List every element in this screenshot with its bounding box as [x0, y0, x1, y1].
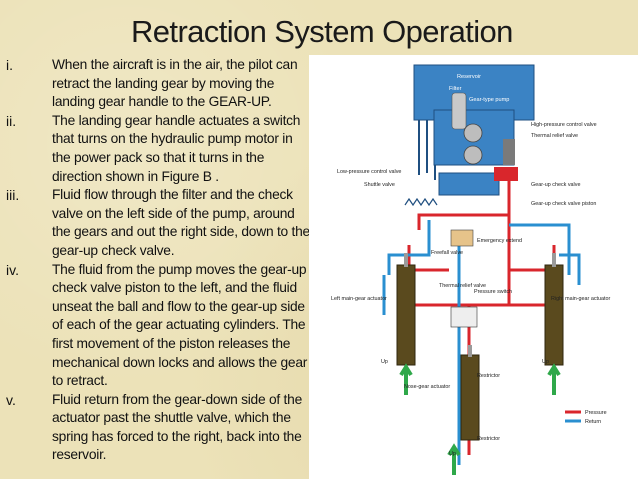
step-item: iv. The fluid from the pump moves the ge…: [6, 261, 311, 391]
pressure-lines: [407, 181, 556, 455]
step-text: Fluid flow through the filter and the ch…: [52, 187, 310, 258]
nose-actuator-rod: [468, 345, 472, 357]
right-actuator: [544, 264, 564, 366]
up-arrow-nose-icon: [447, 443, 461, 475]
filter-label: Filter: [449, 86, 462, 92]
step-text: Fluid return from the gear-down side of …: [52, 391, 302, 463]
freefall-valve-label: Freefall valve: [431, 250, 463, 256]
pump-gear-bottom: [463, 145, 483, 165]
pressure-switch-box: [450, 306, 478, 328]
step-text: The landing gear handle actuates a switc…: [52, 112, 301, 184]
step-number: iii.: [6, 187, 20, 204]
shuttle-spring: [404, 197, 438, 207]
legend-pressure-label: Pressure: [585, 410, 607, 416]
restrictor-top-label: Restrictor: [477, 373, 500, 379]
nose-actuator-label: Nose-gear actuator: [404, 384, 450, 390]
thermal-relief-valve-label: Thermal relief valve: [531, 133, 578, 139]
steps-list: i. When the aircraft is in the air, the …: [6, 56, 311, 465]
step-number: i.: [6, 57, 13, 73]
up-left-label: Up: [381, 359, 388, 365]
step-number: ii.: [6, 112, 17, 129]
step-item: v. Fluid return from the gear-down side …: [6, 391, 311, 465]
right-actuator-rod: [552, 253, 556, 267]
relief-valves: [503, 139, 515, 165]
hydraulic-diagram: Reservoir Filter Gear-type pump High-pre…: [309, 55, 638, 479]
shuttle-valve-label: Shuttle valve: [364, 182, 395, 188]
low-pressure-valve-label: Low-pressure control valve: [337, 169, 401, 175]
legend-return-label: Return: [585, 419, 601, 425]
up-arrow-right-icon: [547, 363, 561, 395]
gear-up-check-valve-label: Gear-up check valve: [531, 182, 580, 188]
left-actuator-label: Left main-gear actuator: [331, 296, 387, 302]
left-actuator-rod: [404, 253, 408, 267]
pump-gear-top: [463, 123, 483, 143]
step-number: v.: [6, 391, 16, 408]
reservoir-label: Reservoir: [457, 74, 481, 80]
step-number: iv.: [6, 261, 19, 278]
up-right-label: Up: [542, 359, 549, 365]
pressure-block: [494, 167, 518, 181]
nose-actuator: [460, 354, 480, 441]
up-nose-label: Up: [449, 451, 456, 457]
step-item: ii. The landing gear handle actuates a s…: [6, 112, 311, 186]
gear-up-piston-label: Gear-up check valve piston: [531, 201, 596, 207]
return-lines: [382, 220, 581, 465]
hydraulic-diagram-svg: Reservoir Filter Gear-type pump High-pre…: [331, 64, 611, 475]
step-text: The fluid from the pump moves the gear-u…: [52, 261, 308, 389]
step-item: iii. Fluid flow through the filter and t…: [6, 186, 311, 260]
right-actuator-label: Right main-gear actuator: [551, 296, 611, 302]
pressure-switch-label: Pressure switch: [474, 289, 512, 295]
step-text: When the aircraft is in the air, the pil…: [52, 57, 298, 110]
left-actuator: [396, 264, 416, 366]
up-arrow-left-icon: [399, 363, 413, 395]
emergency-extend-label: Emergency extend: [477, 238, 522, 244]
reservoir-outlets: [418, 120, 436, 180]
freefall-valve: [450, 229, 474, 247]
filter-element: [451, 92, 467, 130]
slide-title: Retraction System Operation: [131, 14, 513, 49]
step-item: i. When the aircraft is in the air, the …: [6, 56, 311, 112]
restrictor-bottom-label: Restrictor: [477, 436, 500, 442]
high-pressure-valve-label: High-pressure control valve: [531, 122, 597, 128]
thermal-relief-label: Thermal relief valve: [439, 283, 486, 289]
valve-block: [438, 172, 500, 196]
gear-pump-label: Gear-type pump: [469, 97, 509, 103]
